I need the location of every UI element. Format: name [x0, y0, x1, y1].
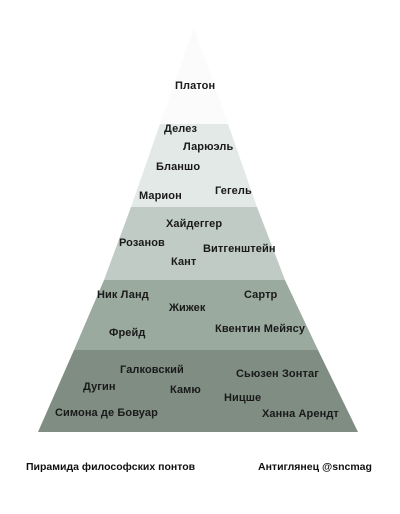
philosopher-label-sontag: Сьюзен Зонтаг	[236, 368, 319, 380]
philosopher-label-zizek: Жижек	[169, 302, 206, 314]
source-credit: Антиглянец @sncmag	[258, 461, 372, 473]
philosopher-label-dugin: Дугин	[83, 381, 116, 393]
philosopher-label-blanchot: Бланшо	[156, 161, 201, 173]
pyramid-tier-1	[160, 28, 228, 124]
diagram-caption: Пирамида философских понтов	[26, 461, 196, 473]
philosopher-label-nick-land: Ник Ланд	[97, 289, 149, 301]
philosopher-label-rozanov: Розанов	[119, 237, 165, 249]
philosopher-label-platon: Платон	[175, 80, 216, 92]
philosopher-label-wittgenstein: Витгенштейн	[203, 243, 276, 255]
philosopher-label-camus: Камю	[170, 384, 201, 396]
pyramid-tier-5	[38, 350, 358, 432]
philosopher-label-freud: Фрейд	[109, 327, 146, 339]
philosopher-label-heidegger: Хайдеггер	[166, 218, 223, 230]
pyramid-tier-4	[74, 280, 318, 350]
pyramid-tier-3	[104, 207, 285, 280]
philosopher-label-nietzsche: Ницше	[224, 392, 262, 404]
pyramid-tier-2	[131, 124, 257, 207]
philosopher-label-galkovsky: Галковский	[120, 364, 184, 376]
philosopher-label-hegel: Гегель	[215, 185, 252, 197]
philosopher-label-sartre: Сартр	[244, 289, 278, 301]
philosopher-label-beauvoir: Симона де Бовуар	[55, 407, 158, 419]
philosopher-label-meillassoux: Квентин Мейясу	[215, 323, 306, 335]
philosopher-label-arendt: Ханна Арендт	[262, 408, 339, 420]
philosopher-label-laruelle: Ларюэль	[183, 141, 234, 153]
philosopher-label-deleuze: Делез	[164, 123, 198, 135]
philosopher-label-kant: Кант	[171, 256, 197, 268]
philosopher-label-marion: Марион	[139, 190, 182, 202]
